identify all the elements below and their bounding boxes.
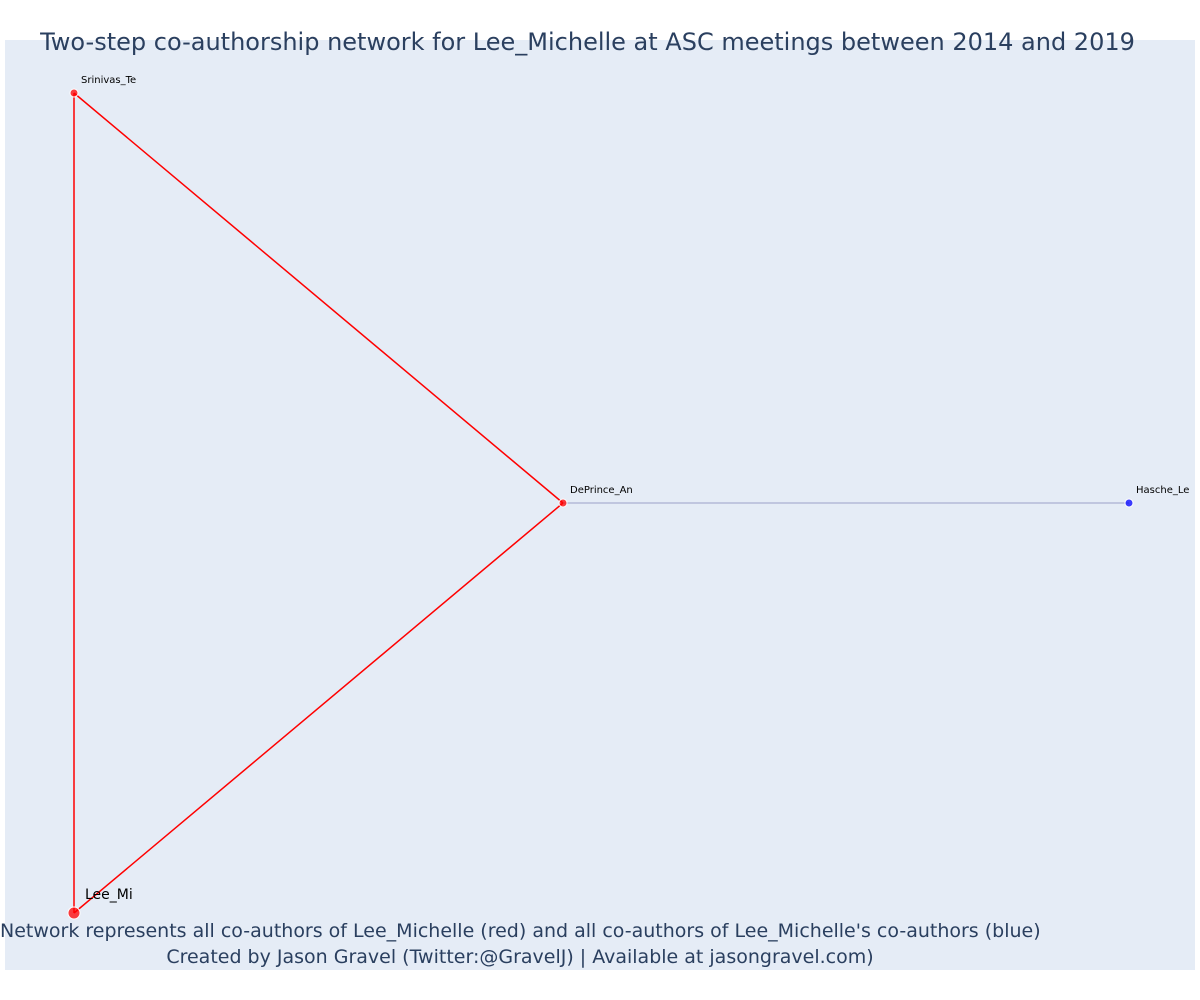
node-label-Lee_Mi: Lee_Mi <box>85 887 133 903</box>
caption: Network represents all co-authors of Lee… <box>0 918 1041 970</box>
node-Hasche_Le[interactable] <box>1124 498 1134 508</box>
node-DePrince_An[interactable] <box>558 498 568 508</box>
node-Lee_Mi[interactable] <box>67 906 81 920</box>
edges-layer <box>73 92 1129 914</box>
plot-area <box>5 40 1195 970</box>
nodes-layer <box>67 88 1134 920</box>
node-label-DePrince_An: DePrince_An <box>570 485 633 496</box>
node-label-Srinivas_Te: Srinivas_Te <box>81 75 136 86</box>
node-label-Hasche_Le: Hasche_Le <box>1136 485 1189 496</box>
caption-line-1: Network represents all co-authors of Lee… <box>0 920 1041 942</box>
node-Srinivas_Te[interactable] <box>69 88 79 98</box>
caption-line-2: Created by Jason Gravel (Twitter:@Gravel… <box>166 946 874 968</box>
chart-title: Two-step co-authorship network for Lee_M… <box>40 28 1135 56</box>
edge-Srinivas_Te-DePrince_An <box>73 92 564 504</box>
edge-Lee_Mi-DePrince_An <box>73 502 564 914</box>
